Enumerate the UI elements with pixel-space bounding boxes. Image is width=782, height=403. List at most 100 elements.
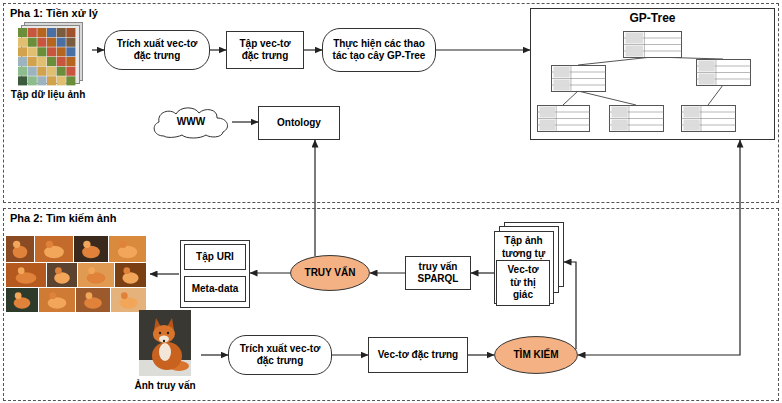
fox-figure-head (55, 267, 62, 274)
node-label: TRUY VẤN (305, 267, 356, 280)
result-photo (74, 236, 108, 262)
connector (436, 49, 530, 50)
tree-entry-divider (624, 51, 682, 52)
tree-entry-key (540, 107, 556, 112)
fox-nose (163, 340, 165, 342)
process-step: Trích xuất vec-tơ đặc trưng (104, 30, 210, 70)
tree-entry-column (628, 106, 629, 132)
result-photo (6, 263, 46, 287)
process-box: truy vấn SPARQL (405, 256, 471, 290)
action-ellipse: TÌM KIẾM (494, 336, 578, 374)
process-step: Trích xuất vec-tơ đặc trưng (228, 335, 332, 375)
mosaic-tile (18, 76, 27, 85)
mosaic-tile (66, 76, 75, 85)
tree-link (708, 85, 723, 105)
mosaic-tile (18, 28, 27, 37)
fox-figure (82, 246, 100, 258)
mosaic-tile (37, 76, 46, 85)
mosaic-tile (66, 47, 75, 56)
mosaic-tile (57, 57, 66, 66)
fox-figure-head (49, 292, 56, 299)
node-label: Ontology (277, 117, 321, 130)
tree-entry-key (554, 86, 570, 91)
result-photo (47, 263, 77, 287)
mosaic-tile (18, 57, 27, 66)
node-label: Thực hiện các thao tác tạo cây GP-Tree (331, 38, 427, 63)
result-group: Tập URIMeta-data (180, 240, 250, 308)
tree-entry-key (684, 113, 700, 118)
node-label: Tập vec-tơ đặc trưng (231, 38, 299, 63)
sheet-back (25, 23, 83, 81)
fox-figure (14, 297, 31, 309)
fox-photo (139, 310, 191, 376)
mosaic-tile (37, 38, 46, 47)
fox-figure-head (18, 267, 25, 274)
tree-node (552, 66, 606, 92)
node-label: Trích xuất vec-tơ đặc trưng (113, 38, 201, 63)
phase-heading: Pha 1: Tiền xử lý (10, 7, 98, 21)
result-photo (6, 288, 38, 312)
fox-figure (118, 246, 137, 258)
mosaic-tile (57, 38, 66, 47)
mosaic-tile (66, 67, 75, 76)
sheet-middle (22, 26, 80, 84)
result-photo (6, 236, 34, 262)
fox-figure-head (123, 267, 130, 274)
connector (564, 262, 576, 349)
fox-figure-head (46, 241, 53, 248)
tree-node (624, 32, 682, 58)
connector (232, 121, 258, 122)
mosaic-tile (18, 67, 27, 76)
fox-figure (84, 297, 102, 309)
tree-entry-key (612, 126, 628, 131)
connector (314, 140, 315, 256)
tree-entry-key (684, 107, 700, 112)
node-label: TÌM KIẾM (514, 349, 559, 362)
tree-entry-key (626, 33, 643, 38)
action-ellipse: TRUY VẤN (290, 255, 370, 291)
tree-entry-divider (610, 125, 664, 126)
result-photo (76, 288, 110, 312)
fox-figure-head (15, 292, 22, 299)
phase-heading: Pha 2: Tìm kiếm ảnh (10, 212, 116, 226)
tree-entry-column (644, 32, 645, 58)
tree-link (578, 57, 652, 65)
ellipse-shape (291, 256, 370, 291)
fox-figure (16, 272, 37, 284)
process-box: Tập vec-tơ đặc trưng (226, 31, 304, 69)
mosaic-tile (57, 47, 66, 56)
fox-figure (87, 272, 106, 284)
connector (471, 272, 494, 273)
photo-ground (139, 310, 191, 376)
tree-entry-divider (552, 78, 606, 79)
gp-tree-illustration (531, 9, 774, 139)
mosaic-tile (66, 38, 75, 47)
mosaic-tile (28, 67, 37, 76)
tree-entry-divider (682, 125, 736, 126)
tree-entry-column (570, 66, 571, 92)
result-photo (35, 236, 73, 262)
tree-entry-key (684, 126, 700, 131)
connector (210, 49, 226, 50)
node-label: WWW (177, 116, 205, 129)
tree-node (538, 106, 590, 132)
tree-entry-key (540, 120, 556, 125)
tree-entry-key (699, 67, 715, 72)
ellipse-shape (495, 337, 578, 374)
mosaic-tile (28, 38, 37, 47)
connector (304, 49, 322, 50)
mosaic-tile (18, 47, 27, 56)
phase-region: Pha 2: Tìm kiếm ảnhTập URIMeta-data TRUY … (3, 208, 779, 401)
fox-body (152, 342, 182, 370)
image-dataset: Tập dữ liệu ảnh (4, 22, 92, 104)
result-photo (109, 236, 146, 262)
tree-entry-key (699, 74, 715, 79)
mosaic-tile (47, 67, 56, 76)
tree-entry-key (626, 46, 643, 51)
tree-entry-divider (538, 118, 590, 119)
tree-entry-divider (624, 44, 682, 45)
tree-entry-key (540, 113, 556, 118)
mosaic-tile (57, 28, 66, 37)
connector (578, 140, 740, 355)
